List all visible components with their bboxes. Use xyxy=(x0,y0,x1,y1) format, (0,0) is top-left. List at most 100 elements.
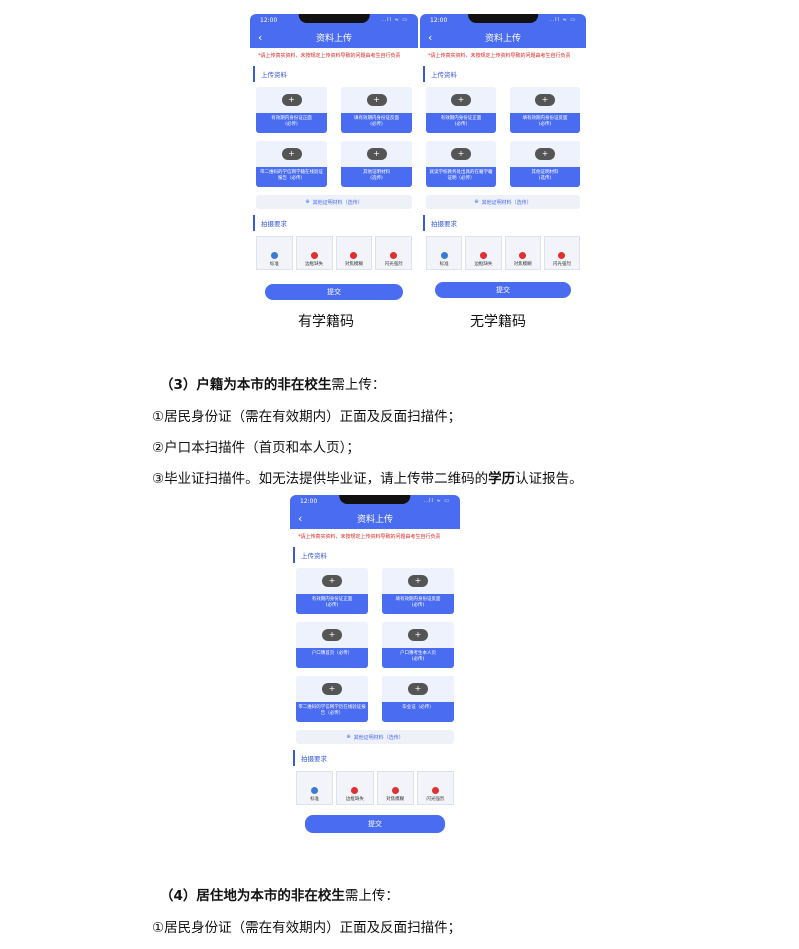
upload-card[interactable]: +带二维码的学信网学籍在线验证报告（必传） xyxy=(256,141,327,187)
cross-icon xyxy=(351,787,359,794)
requirement-example: 闪光强烈 xyxy=(543,236,580,270)
photo-requirements: 标准 边框缺失 对焦模糊 闪光强烈 xyxy=(420,234,586,272)
upload-card[interactable]: +有效期内身份证正面 (必传) xyxy=(426,87,496,133)
plus-icon: + xyxy=(322,683,342,695)
plus-icon: + xyxy=(366,148,387,160)
page-title: 资料上传 xyxy=(484,33,521,44)
upload-card-label: 毕业证（必传） xyxy=(382,702,454,722)
caption-with-roll: 有学籍码 xyxy=(298,314,354,330)
upload-card[interactable]: + 其他证明材料 (选传) xyxy=(341,141,412,187)
upload-section-title: 上传资料 xyxy=(423,66,583,82)
plus-icon: + xyxy=(366,94,387,106)
requirement-example: 对焦模糊 xyxy=(376,771,414,805)
requirement-example: 闪光强烈 xyxy=(375,236,412,270)
status-time: 12:00 xyxy=(430,16,448,24)
signal-icons: ..ll ≈ ▭ xyxy=(549,17,576,23)
plus-icon: + xyxy=(281,148,302,160)
cross-icon xyxy=(431,787,439,794)
notice-text: *请上传真实资料，未按规定上传资料导致的问题由考生自行负责 xyxy=(258,53,401,59)
section3-heading: （3）户籍为本市的非在校生需上传： xyxy=(160,377,386,393)
signal-icons: ..ll ≈ ▭ xyxy=(423,498,450,504)
upload-card-label: 户口簿首页（必传） xyxy=(296,648,368,668)
plus-icon: + xyxy=(535,148,555,160)
chevron-left-icon[interactable]: ‹ xyxy=(428,30,433,44)
cross-icon xyxy=(390,252,398,259)
phone-notch xyxy=(339,495,411,504)
chevron-left-icon[interactable]: ‹ xyxy=(298,511,303,525)
upload-card[interactable]: + 填有效期内身份证反面 (必传) xyxy=(382,568,454,614)
section3-item2: ②户口本扫描件（首页和本人页）； xyxy=(152,440,360,456)
status-time: 12:00 xyxy=(300,497,318,505)
submit-button[interactable]: 提交 xyxy=(434,282,572,298)
upload-card-label: 其他证明材料 (选传) xyxy=(341,167,412,187)
section4-heading: （4）居住地为本市的非在校生需上传： xyxy=(160,888,399,904)
notice-text: *请上传真实资料，未按规定上传资料导致的问题由考生自行负责 xyxy=(428,53,571,59)
photo-requirements: 标准 边框缺失 对焦模糊 闪光强烈 xyxy=(250,234,418,272)
status-bar: 12:00 ..ll ≈ ▭ xyxy=(250,14,418,26)
photo-requirements: 标准 边框缺失 对焦模糊 闪光强烈 xyxy=(290,769,460,807)
requirement-example: 标准 xyxy=(296,771,334,805)
upload-card[interactable]: +有效期内身份证正面 (必传) xyxy=(296,568,368,614)
upload-card[interactable]: +填有效期内身份证反面 (必传) xyxy=(510,87,580,133)
upload-card[interactable]: +填有效期内身份证反面 (必传) xyxy=(341,87,412,133)
phone-notch xyxy=(298,14,370,23)
upload-card[interactable]: + 其他证明材料 (选传) xyxy=(510,141,580,187)
upload-card[interactable]: + 有效期内身份证正面 (必传) xyxy=(256,87,327,133)
upload-card-label: 户口簿考生本人页 (必传) xyxy=(382,648,454,668)
submit-button[interactable]: 提交 xyxy=(305,815,445,833)
requirement-example: 标准 xyxy=(426,236,463,270)
upload-card[interactable]: + 就读学校教务处出具的在籍学籍证明（必传） xyxy=(426,141,496,187)
plus-icon: + xyxy=(281,94,302,106)
chevron-left-icon[interactable]: ‹ xyxy=(258,30,263,44)
check-icon xyxy=(311,787,319,794)
phone-notch xyxy=(468,14,538,23)
photo-section-title: 拍摄要求 xyxy=(253,215,415,231)
submit-button[interactable]: 提交 xyxy=(265,284,403,300)
plus-icon: + xyxy=(408,629,428,641)
nav-bar: ‹ 资料上传 xyxy=(420,26,586,48)
nav-bar: ‹ 资料上传 xyxy=(250,26,418,48)
requirement-example: 标准 xyxy=(256,236,293,270)
check-icon xyxy=(440,252,448,259)
upload-card[interactable]: + 户口簿考生本人页 (必传) xyxy=(382,622,454,668)
phone-mockup-local-household: 12:00 ..ll ≈ ▭ ‹ 资料上传 *请上传真实资料，未按规定上传资料导… xyxy=(290,495,460,840)
upload-card-label: 有效期内身份证正面 (必传) xyxy=(256,113,327,133)
upload-section-title: 上传资料 xyxy=(293,547,457,563)
upload-grid: +有效期内身份证正面 (必传) +填有效期内身份证反面 (必传) +户口簿首页（… xyxy=(290,566,460,724)
other-materials-button[interactable]: ⊕其他证明材料（选传） xyxy=(426,195,580,209)
status-bar: 12:00 ..ll ≈ ▭ xyxy=(290,495,460,507)
phone-mockup-with-roll: 12:00 ..ll ≈ ▭ ‹ 资料上传 *请上传真实资料，未按规定上传资料导… xyxy=(250,14,418,302)
photo-section-title: 拍摄要求 xyxy=(293,750,457,766)
cross-icon xyxy=(519,252,527,259)
requirement-example: 边框缺失 xyxy=(295,236,333,270)
page-title: 资料上传 xyxy=(356,514,393,525)
upload-card[interactable]: + 带二维码的学信网学历在线验证报告（必传） xyxy=(296,676,368,722)
caption-without-roll: 无学籍码 xyxy=(470,314,526,330)
plus-icon: + xyxy=(535,94,555,106)
requirement-example: 对焦模糊 xyxy=(504,236,541,270)
plus-icon: + xyxy=(408,575,428,587)
upload-card-label: 填有效期内身份证反面 (必传) xyxy=(382,594,454,614)
upload-card-label: 有效期内身份证正面 (必传) xyxy=(296,594,368,614)
cross-icon xyxy=(350,252,358,259)
upload-card[interactable]: + 毕业证（必传） xyxy=(382,676,454,722)
upload-card-label: 带二维码的学信网学历在线验证报告（必传） xyxy=(296,702,368,722)
notice-text: *请上传真实资料，未按规定上传资料导致的问题由考生自行负责 xyxy=(298,534,441,540)
upload-card-label: 有效期内身份证正面 (必传) xyxy=(426,113,496,133)
plus-icon: + xyxy=(408,683,428,695)
other-materials-button[interactable]: ⊕其他证明材料（选传） xyxy=(296,730,454,744)
check-icon xyxy=(270,252,278,259)
upload-card-label: 其他证明材料 (选传) xyxy=(510,167,580,187)
upload-section-title: 上传资料 xyxy=(253,66,415,82)
other-materials-button[interactable]: ⊕其他证明材料（选传） xyxy=(256,195,412,209)
plus-circle-icon: ⊕ xyxy=(305,199,310,205)
upload-card-label: 就读学校教务处出具的在籍学籍证明（必传） xyxy=(426,167,496,187)
cross-icon xyxy=(479,252,487,259)
plus-icon: + xyxy=(322,629,342,641)
plus-icon: + xyxy=(451,148,471,160)
upload-card[interactable]: + 户口簿首页（必传） xyxy=(296,622,368,668)
upload-grid: + 有效期内身份证正面 (必传) +填有效期内身份证反面 (必传) +带二维码的学… xyxy=(250,85,418,189)
section3-item1: ①居民身份证（需在有效期内）正面及反面扫描件； xyxy=(152,409,462,425)
page-title: 资料上传 xyxy=(315,33,352,44)
status-bar: 12:00 ..ll ≈ ▭ xyxy=(420,14,586,26)
